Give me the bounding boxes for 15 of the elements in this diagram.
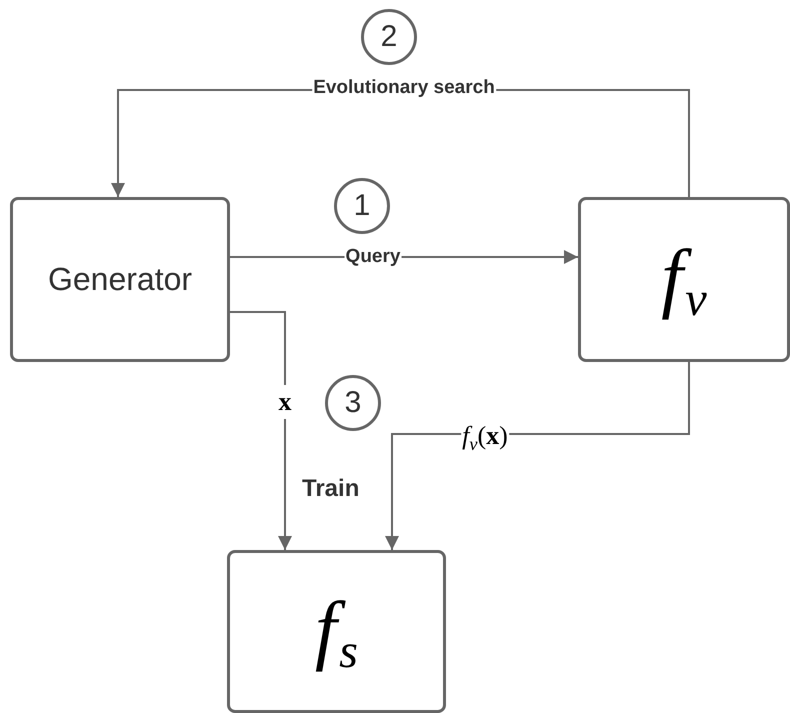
- edge-label: x: [276, 385, 294, 419]
- math-symbol: f$_{v}$: [661, 232, 707, 328]
- edge-label: Query: [344, 246, 402, 268]
- process-box: [227, 550, 446, 713]
- box-label: Generator: [48, 261, 192, 298]
- arrow: [385, 362, 690, 550]
- process-box: [578, 197, 790, 362]
- step-label: Train: [302, 475, 360, 503]
- step-number: 2: [380, 20, 398, 54]
- step-number: 1: [354, 189, 370, 223]
- math-symbol: f$_{s}$: [315, 584, 358, 680]
- step-number: 3: [344, 386, 362, 420]
- arrow: [230, 311, 292, 550]
- edge-label: Evolutionary search: [312, 77, 496, 99]
- process-box: [10, 197, 230, 362]
